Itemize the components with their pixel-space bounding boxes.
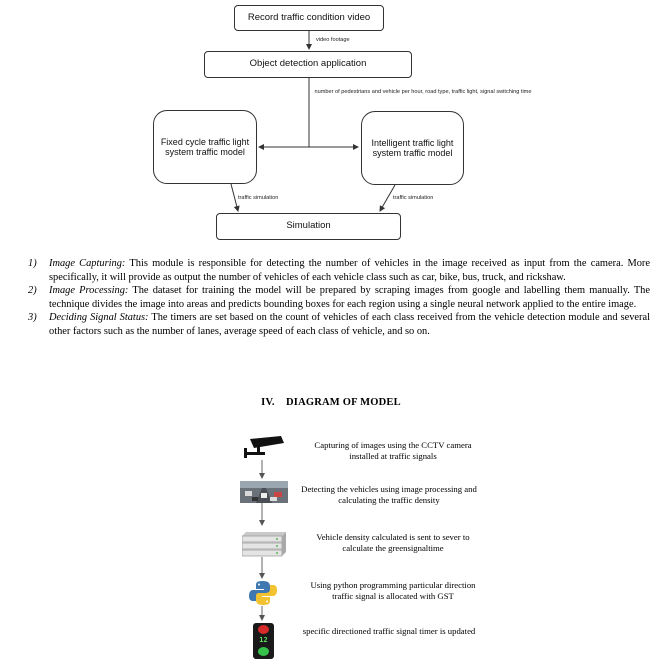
list-number: 2) xyxy=(28,285,37,296)
red-light-icon xyxy=(258,625,269,634)
list-item-title: Image Processing: xyxy=(49,285,129,296)
list-item-text: The dataset for training the model will … xyxy=(49,285,650,310)
node-object-detection: Object detection application xyxy=(204,51,412,78)
edge-label-parameters: number of pedestrians and vehicle per ho… xyxy=(314,89,532,95)
list-item: 2) Image Processing: The dataset for tra… xyxy=(28,284,650,311)
edge-label-video-footage: video footage xyxy=(316,37,350,43)
list-item: 1) Image Capturing: This module is respo… xyxy=(28,257,650,284)
step-text: Vehicle density calculated is sent to se… xyxy=(316,532,470,553)
section-heading: IV. DIAGRAM OF MODEL xyxy=(261,397,401,408)
list-item-title: Image Capturing: xyxy=(49,258,126,269)
node-intelligent-model: Intelligent traffic light system traffic… xyxy=(361,111,464,185)
module-list: 1) Image Capturing: This module is respo… xyxy=(28,257,650,338)
step-text: Capturing of images using the CCTV camer… xyxy=(314,440,472,461)
green-light-icon xyxy=(258,647,269,656)
flowchart-connectors xyxy=(230,31,396,212)
list-item: 3) Deciding Signal Status: The timers ar… xyxy=(28,311,650,338)
step-text: Detecting the vehicles using image proce… xyxy=(301,484,477,505)
traffic-light-icon: 12 xyxy=(253,623,274,659)
step-text: Using python programming particular dire… xyxy=(310,580,476,601)
timer-display: 12 xyxy=(259,636,268,644)
traffic-photo-icon xyxy=(240,481,288,503)
edge-label-traffic-simulation-right: traffic simulation xyxy=(393,195,434,201)
list-number: 1) xyxy=(28,258,37,269)
list-item-text: This module is responsible for detecting… xyxy=(49,258,651,283)
list-number: 3) xyxy=(28,312,37,323)
python-logo-icon xyxy=(249,581,277,605)
edge-label-traffic-simulation-left: traffic simulation xyxy=(238,195,279,201)
node-record-video: Record traffic condition video xyxy=(234,5,384,31)
node-simulation: Simulation xyxy=(216,213,401,240)
node-fixed-cycle-model: Fixed cycle traffic light system traffic… xyxy=(153,110,257,184)
server-icon xyxy=(242,532,286,557)
cctv-camera-icon xyxy=(244,436,284,458)
list-item-text: The timers are set based on the count of… xyxy=(49,312,650,337)
step-text: specific directioned traffic signal time… xyxy=(302,626,476,636)
list-item-title: Deciding Signal Status: xyxy=(49,312,149,323)
